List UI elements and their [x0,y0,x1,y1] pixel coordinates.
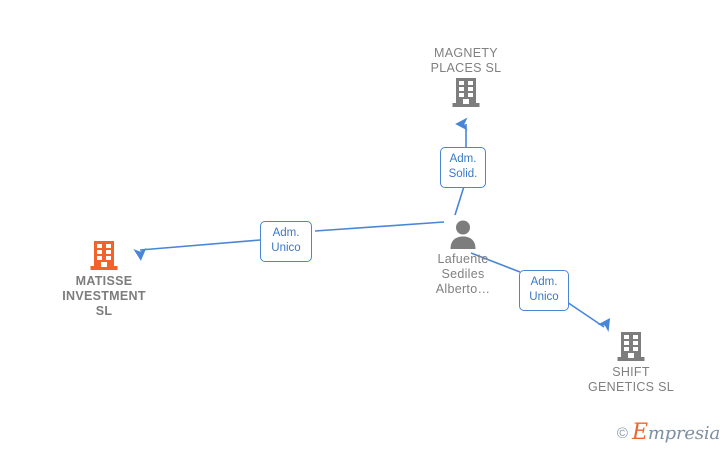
node-magnety-places-sl[interactable]: MAGNETY PLACES SL [396,44,536,109]
building-icon [396,76,536,109]
edge-matisse-arrow [133,239,261,261]
node-label-person: Lafuente Sediles Alberto… [435,252,491,296]
edge-person-to-shift-upper [470,252,521,273]
edge-shift-arrow [563,299,611,332]
node-label-matisse: MATISSE INVESTMENT SL [62,274,146,318]
node-person-lafuente-sediles-alberto[interactable]: Lafuente Sediles Alberto… [408,218,518,297]
node-matisse-investment-sl[interactable]: MATISSE INVESTMENT SL [29,239,179,319]
brand-initial: E [631,420,648,445]
relation-box-adm-unico-matisse[interactable]: Adm. Unico [260,221,312,262]
copyright-icon: © [616,424,628,442]
relation-box-adm-solid[interactable]: Adm. Solid. [440,147,486,188]
brand-rest: mpresia [647,423,720,444]
edge-person-to-matisse-right [314,221,445,232]
building-icon [29,239,179,272]
relation-box-adm-unico-shift[interactable]: Adm. Unico [519,270,569,311]
node-label-magnety: MAGNETY PLACES SL [430,46,502,75]
node-shift-genetics-sl[interactable]: SHIFT GENETICS SL [561,330,701,395]
building-icon [561,330,701,363]
empresia-watermark: © Empresia [617,422,720,444]
person-icon [408,218,518,250]
brand-wordmark: Empresia [632,422,720,444]
node-label-shift: SHIFT GENETICS SL [588,365,674,394]
